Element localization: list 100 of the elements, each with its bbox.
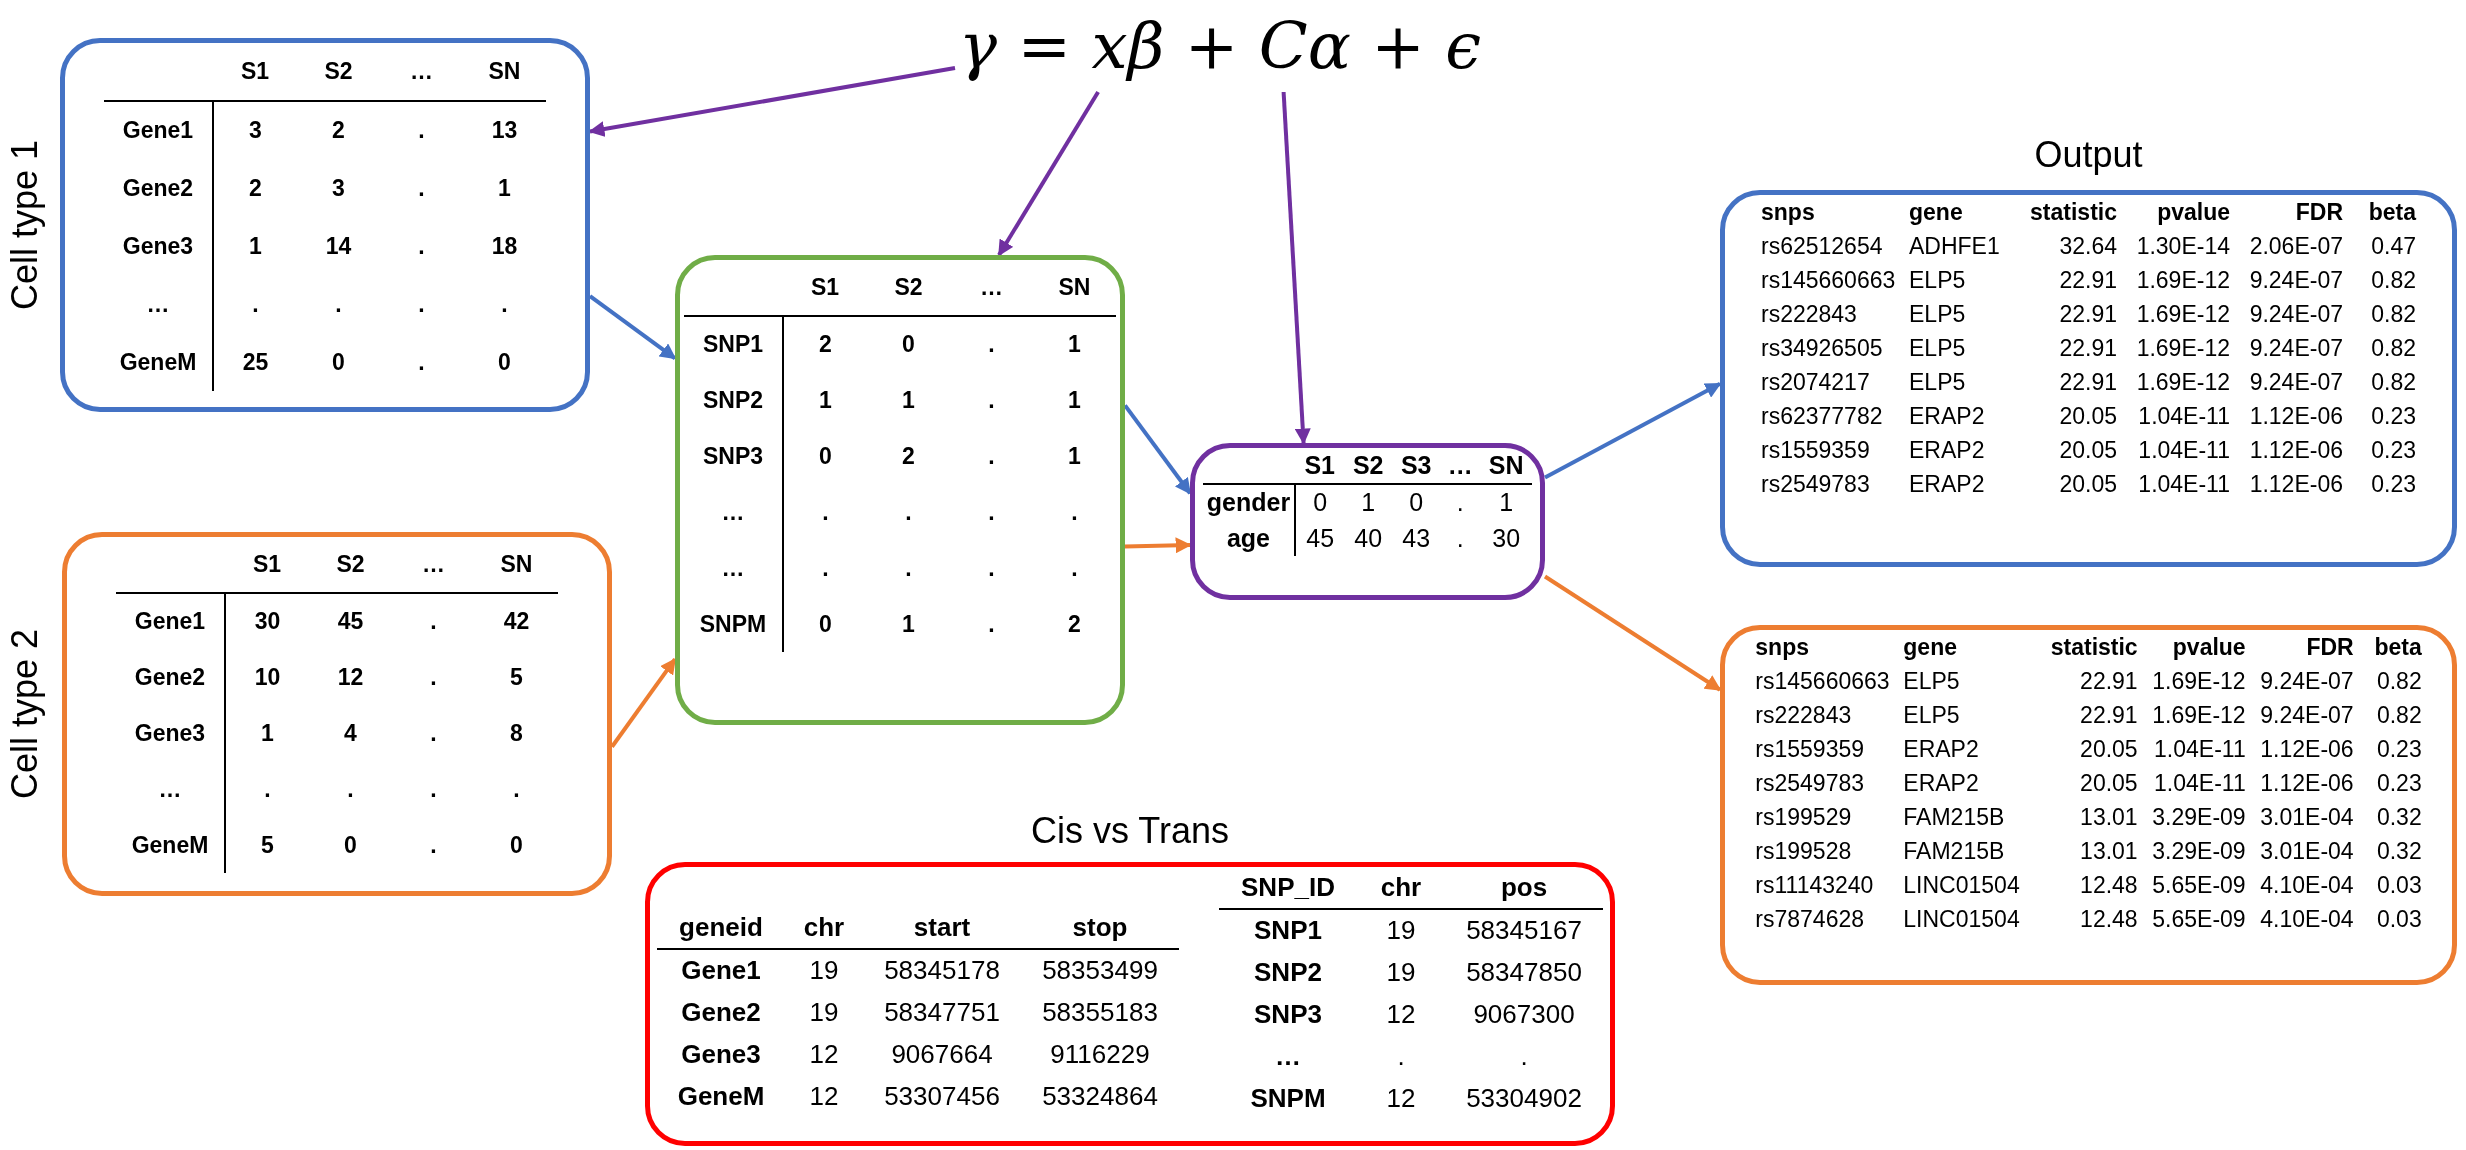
heading: Cell type 1 [4,138,46,313]
table-cell-text: 1.12E-06 [2248,469,2344,499]
column-header: SN [463,43,546,101]
table-cell-text: 0.82 [2370,299,2417,329]
column-header: beta [2373,632,2423,662]
table-cell: 5 [225,817,309,873]
table-cell-text: . [417,231,426,261]
table-cell-text: 1.69E-12 [2135,265,2231,295]
table-cell-text: 0.82 [2370,333,2417,363]
table-cell-text: rs1559359 [1754,734,1865,764]
table-cell-text: rs199529 [1754,802,1853,832]
table-cell-text: ERAP2 [1908,401,1986,431]
row-header: Gene3 [104,217,213,275]
table-cell-text: 1.04E-11 [2137,401,2231,431]
row-header: age [1202,520,1296,556]
table-cell-text: rs1559359 [1760,435,1871,465]
table-cell-text: 0.82 [2375,700,2423,730]
table-cell-text: . [1070,553,1079,583]
table-cell-text: 13.01 [2079,802,2139,832]
table-cell-text: 1 [1067,441,1082,471]
table-cell-text: ERAP2 [1908,469,1986,499]
table-cell-text: 2 [901,441,916,471]
table-cell-text: . [512,774,521,804]
table-cell-text: ADHFE1 [1908,231,2001,261]
table-cell: 58353499 [1021,949,1179,991]
arrow [588,294,677,360]
row-header: … [116,761,225,817]
row-header: SNPM [684,596,783,652]
row-header: … [104,275,213,333]
table-cell-text: 1.04E-11 [2137,469,2231,499]
column-header: … [380,43,463,101]
row-header: … [1274,1039,1302,1073]
row-header: Gene1 [657,949,785,991]
table-cell: . [1440,484,1481,520]
table-cell-text: . [429,662,438,692]
column-header: snps [1754,632,1810,662]
table-cell: 45 [1295,520,1345,556]
table-cell-text: . [1070,497,1079,527]
arrow [1124,537,1192,554]
table-cell-text: 5.65E-09 [2151,904,2247,934]
table-cell: . [783,540,867,596]
arrow [610,657,677,748]
table-cell-text: . [1519,1039,1529,1073]
table-cell-text: . [429,718,438,748]
table-cell-text: rs145660663 [1760,265,1897,295]
heading: Output [2033,133,2144,177]
row-header: SNP3 [684,428,783,484]
column-header: S2 [867,260,950,316]
table-cell-text: . [334,289,343,319]
column-header: SN [1480,448,1533,484]
table-cell-text: . [429,774,438,804]
column-header: S1 [213,43,297,101]
arrow [1544,381,1722,480]
table-cell-text: 0.82 [2370,367,2417,397]
table-cell: 2 [297,101,380,159]
table-cell-text: 1.12E-06 [2259,734,2355,764]
table-cell: 0 [783,428,867,484]
column-header: statistic [2029,197,2118,227]
table-cell-text: 20.05 [2058,435,2118,465]
table-cell-text: 1 [901,385,916,415]
table-cell-text: 19 [1385,955,1417,989]
table-cell-text: 22.91 [2058,367,2118,397]
table-cell: . [392,593,475,649]
table-cell-text: 13.01 [2079,836,2139,866]
table-cell-text: . [500,289,509,319]
row-header: SNP3 [1253,997,1323,1031]
column-header: … [1440,448,1481,484]
table-cell-text: . [346,774,355,804]
table-cell-text: 32.64 [2058,231,2118,261]
table-cell-text: 1.69E-12 [2135,299,2231,329]
table-cell-text: 40 [1353,522,1384,554]
table-cell-text: 1.04E-11 [2137,435,2231,465]
column-header: … [392,537,475,593]
table-cell-text: FAM215B [1902,802,2006,832]
table-cell-text: 58355183 [1041,995,1159,1029]
table-cell-text: 20.05 [2079,734,2139,764]
table-cell-text: 3 [331,173,346,203]
row-header: SNP1 [684,316,783,372]
table-cell-text: 1.69E-12 [2151,700,2247,730]
table-cell-text: 53307456 [883,1079,1001,1113]
row-header: SNP2 [1253,955,1323,989]
table-cell: . [213,275,297,333]
table-cell: 2 [213,159,297,217]
column-header: beta [2367,197,2418,227]
table-cell: 58345178 [863,949,1021,991]
table-cell-text: rs2074217 [1760,367,1871,397]
table-cell-text: . [987,609,996,639]
table-cell: 0 [1295,484,1345,520]
table-cell: . [950,316,1033,372]
column-header: statistic [2049,632,2139,662]
table-cell-text: ELP5 [1908,265,1967,295]
table-cell-text: 1.30E-14 [2135,231,2231,261]
table-cell: 45 [309,593,392,649]
row-header: Gene1 [104,101,213,159]
table-cell-text: 1.04E-11 [2153,734,2247,764]
row-header: GeneM [116,817,225,873]
table-cell-text: 1 [1067,385,1082,415]
row-header: … [684,484,783,540]
table-cell-text: . [417,289,426,319]
equation-text: γ = xβ + Cα + ϵ [955,0,1485,92]
